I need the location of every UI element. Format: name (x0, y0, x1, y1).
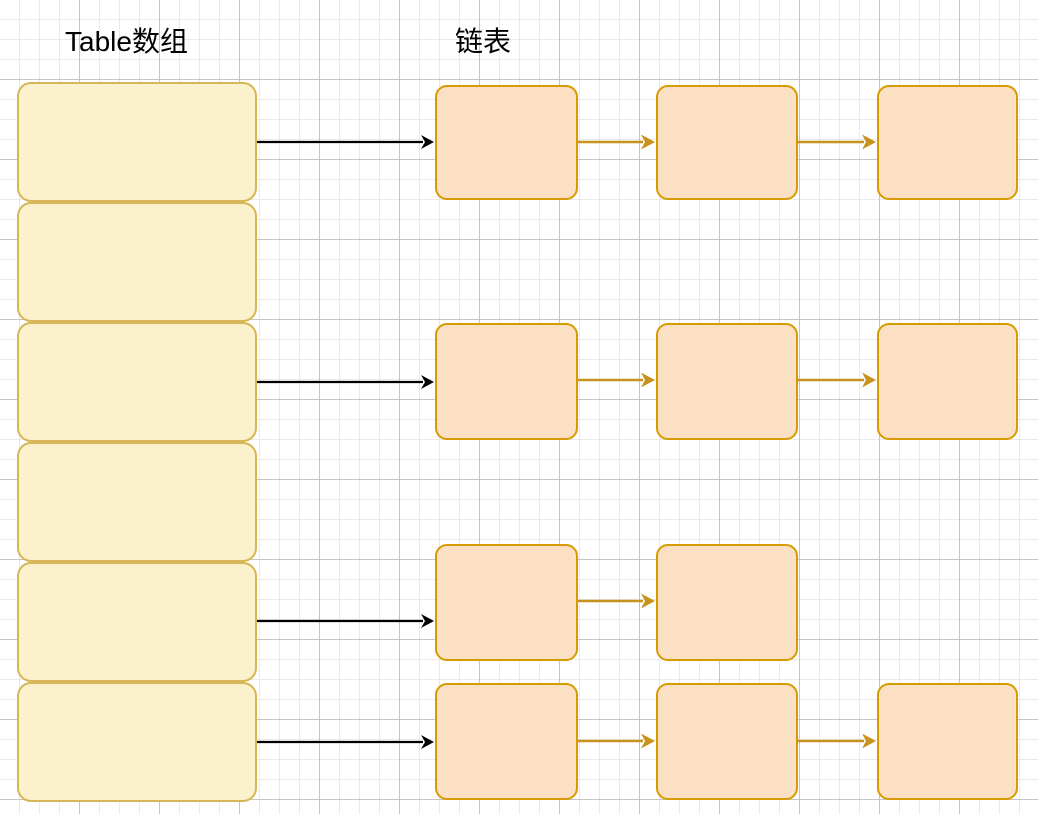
list-node[interactable] (435, 683, 578, 800)
table-array-cell[interactable] (17, 682, 257, 802)
table-array-label: Table数组 (65, 26, 188, 57)
table-array-cell[interactable] (17, 322, 257, 442)
bucket-head-arrow (257, 735, 434, 749)
list-node[interactable] (656, 683, 798, 800)
list-link-arrow (578, 733, 655, 749)
bucket-head-arrow (257, 135, 434, 149)
list-node[interactable] (435, 323, 578, 440)
list-link-arrow (798, 733, 876, 749)
list-node[interactable] (435, 544, 578, 661)
list-node[interactable] (656, 85, 798, 200)
list-link-arrow (578, 134, 655, 150)
list-link-arrow (798, 372, 876, 388)
table-array-cell[interactable] (17, 82, 257, 202)
list-link-arrow (578, 593, 655, 609)
list-node[interactable] (877, 323, 1018, 440)
bucket-head-arrow (257, 375, 434, 389)
list-node[interactable] (877, 85, 1018, 200)
list-node[interactable] (656, 544, 798, 661)
list-link-arrow (578, 372, 655, 388)
table-array-cell[interactable] (17, 202, 257, 322)
linked-list-label: 链表 (455, 26, 512, 57)
table-array-cell[interactable] (17, 562, 257, 682)
list-node[interactable] (877, 683, 1018, 800)
list-link-arrow (798, 134, 876, 150)
table-array-cell[interactable] (17, 442, 257, 562)
bucket-head-arrow (257, 614, 434, 628)
list-node[interactable] (656, 323, 798, 440)
list-node[interactable] (435, 85, 578, 200)
